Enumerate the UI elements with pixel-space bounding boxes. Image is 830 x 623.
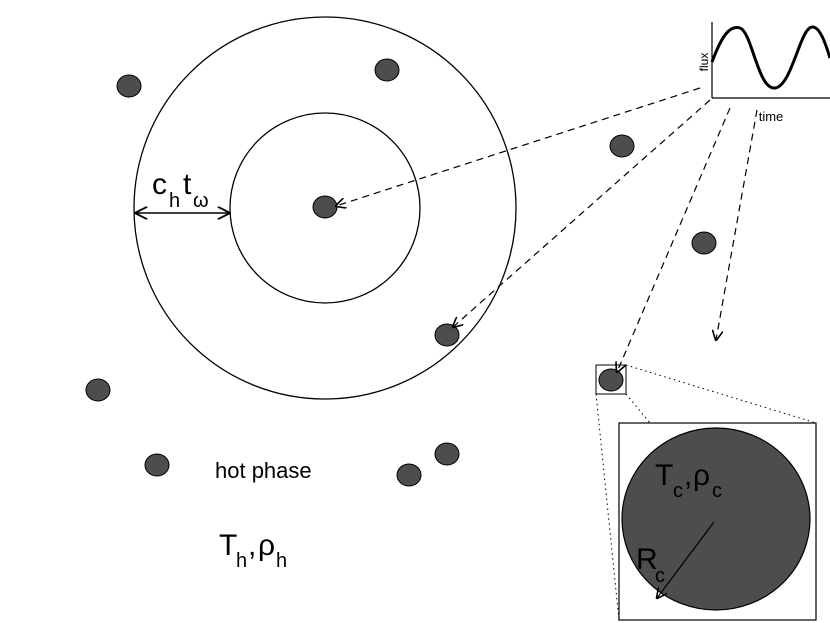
- zoomed-cloud: [621, 427, 811, 611]
- zoom-line: [595, 393, 620, 621]
- cloud-sep: ,: [684, 459, 692, 492]
- inset-ylabel: flux: [697, 53, 711, 72]
- cloud-rho: ρ: [693, 459, 710, 492]
- light-t: t: [183, 168, 192, 201]
- hot-phase-label: hot phase: [215, 458, 312, 483]
- flux-curve: [710, 25, 830, 90]
- hot-sep: ,: [248, 529, 256, 562]
- hot-rho-sub: h: [276, 550, 287, 572]
- cloud-center: [312, 195, 338, 219]
- light-t-sub: ω: [193, 190, 209, 212]
- hot-rho: ρ: [258, 529, 275, 562]
- inset-flux-plot: flux time: [697, 22, 830, 124]
- cloud: [144, 453, 170, 477]
- cloud-T: T: [655, 459, 673, 492]
- cloud: [434, 442, 460, 466]
- cloud-R-sub: c: [655, 565, 665, 587]
- cloud: [116, 74, 142, 98]
- cloud: [85, 378, 111, 402]
- cloud-rho-sub: c: [712, 480, 722, 502]
- light-c: c: [152, 168, 167, 201]
- light-c-sub: h: [169, 190, 180, 212]
- hot-phase-params: T h , ρ h: [219, 529, 287, 572]
- cloud-radius-label: R c: [636, 543, 665, 587]
- cloud-params: T c , ρ c: [655, 459, 722, 502]
- cloud-T-sub: c: [673, 480, 683, 502]
- inset-xlabel: time: [759, 109, 784, 124]
- dashed-arrow-to-center: [336, 87, 701, 206]
- cloud-R: R: [636, 543, 658, 576]
- zoom-line: [625, 364, 817, 424]
- cloud: [396, 463, 422, 487]
- hot-T: T: [219, 529, 237, 562]
- zoom-source-box: [595, 364, 627, 395]
- light-travel-label: c h t ω: [152, 168, 209, 212]
- cloud-on-shell: [434, 323, 460, 347]
- cloud: [374, 58, 400, 82]
- outer-shell-circle: [133, 16, 517, 400]
- cloud: [609, 134, 635, 158]
- cloud: [691, 231, 717, 255]
- zoom-line: [625, 393, 651, 424]
- radius-arrow: [657, 521, 715, 598]
- dashed-arrow-to-shell-cloud: [453, 99, 711, 327]
- hot-T-sub: h: [236, 550, 247, 572]
- dashed-arrow-offframe: [716, 109, 758, 340]
- cloud-boxed: [598, 368, 624, 392]
